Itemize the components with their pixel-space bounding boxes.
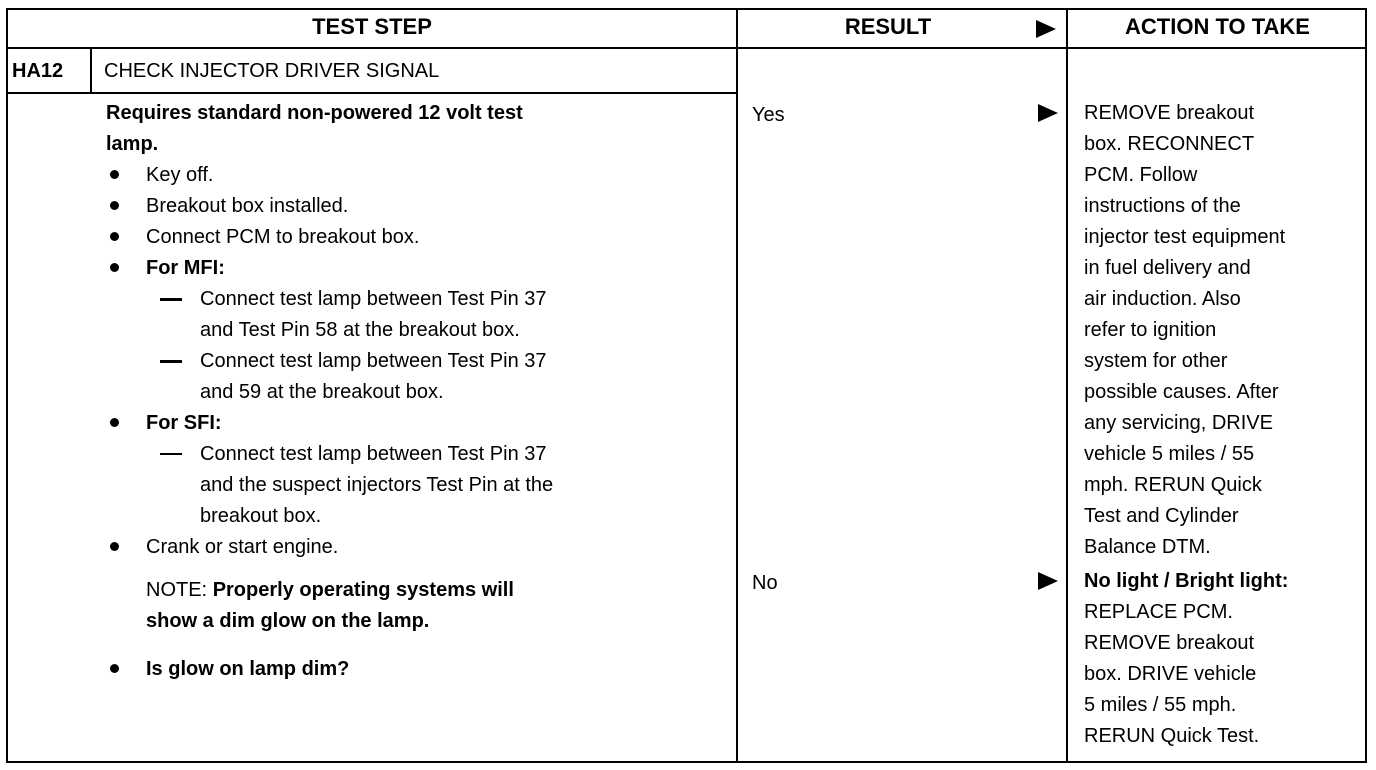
sfi-sub1-line3: breakout box. bbox=[200, 505, 322, 527]
bullet-icon bbox=[110, 201, 119, 210]
action-yes-line: system for other bbox=[1084, 350, 1228, 372]
bullet-icon bbox=[110, 263, 119, 272]
note-text-1: Properly operating systems will bbox=[212, 579, 514, 601]
header-test-step: TEST STEP bbox=[312, 14, 432, 39]
step-title: CHECK INJECTOR DRIVER SIGNAL bbox=[104, 60, 440, 82]
action-yes-line: Test and Cylinder bbox=[1084, 505, 1239, 527]
step-key-off: Key off. bbox=[146, 164, 214, 186]
action-no-line: 5 miles / 55 mph. bbox=[1084, 694, 1237, 716]
mfi-sub1-line2: and Test Pin 58 at the breakout box. bbox=[200, 319, 520, 341]
requires-line-1: Requires standard non-powered 12 volt te… bbox=[106, 102, 523, 124]
action-yes-line: injector test equipment bbox=[1084, 226, 1286, 248]
result-no: No bbox=[752, 572, 778, 594]
mfi-sub2-line2: and 59 at the breakout box. bbox=[200, 381, 444, 403]
column-divider-result-action bbox=[1066, 8, 1068, 763]
sfi-sub1-line1: Connect test lamp between Test Pin 37 bbox=[200, 443, 547, 465]
requires-line-2: lamp. bbox=[106, 133, 159, 155]
dash-icon bbox=[160, 453, 182, 455]
note-label: NOTE: bbox=[146, 579, 208, 601]
action-yes-line: possible causes. After bbox=[1084, 381, 1279, 403]
result-no-arrow-icon bbox=[1038, 572, 1058, 590]
dash-icon bbox=[160, 298, 182, 301]
bullet-icon bbox=[110, 418, 119, 427]
action-yes-line: Balance DTM. bbox=[1084, 536, 1211, 558]
step-question: Is glow on lamp dim? bbox=[146, 658, 350, 680]
bullet-icon bbox=[110, 542, 119, 551]
step-crank: Crank or start engine. bbox=[146, 536, 339, 558]
procedure-table bbox=[6, 8, 1367, 763]
step-breakout-installed: Breakout box installed. bbox=[146, 195, 349, 217]
step-id-divider bbox=[90, 49, 92, 93]
bullet-icon bbox=[110, 232, 119, 241]
header-divider bbox=[6, 47, 1367, 49]
action-yes-line: any servicing, DRIVE bbox=[1084, 412, 1273, 434]
step-connect-pcm: Connect PCM to breakout box. bbox=[146, 226, 420, 248]
mfi-sub1-line1: Connect test lamp between Test Pin 37 bbox=[200, 288, 547, 310]
action-no-line: REMOVE breakout bbox=[1084, 632, 1255, 654]
step-title-divider bbox=[6, 92, 738, 94]
header-result: RESULT bbox=[844, 14, 932, 39]
note-line-1: NOTE: Properly operating systems will bbox=[146, 575, 514, 606]
note-line-2: show a dim glow on the lamp. bbox=[146, 610, 430, 632]
bullet-icon bbox=[110, 664, 119, 673]
result-yes: Yes bbox=[752, 104, 785, 126]
step-for-sfi: For SFI: bbox=[146, 412, 222, 434]
sfi-sub1-line2: and the suspect injectors Test Pin at th… bbox=[200, 474, 554, 496]
action-yes-line: in fuel delivery and bbox=[1084, 257, 1251, 279]
action-yes-line: refer to ignition bbox=[1084, 319, 1217, 341]
header-action: ACTION TO TAKE bbox=[1125, 14, 1310, 39]
action-no-heading: No light / Bright light: bbox=[1084, 570, 1289, 592]
action-no-line: RERUN Quick Test. bbox=[1084, 725, 1260, 747]
action-yes-line: PCM. Follow bbox=[1084, 164, 1198, 186]
mfi-sub2-line1: Connect test lamp between Test Pin 37 bbox=[200, 350, 547, 372]
bullet-icon bbox=[110, 170, 119, 179]
action-yes-line: box. RECONNECT bbox=[1084, 133, 1255, 155]
header-arrow-icon bbox=[1036, 20, 1056, 38]
step-id: HA12 bbox=[12, 60, 64, 82]
dash-icon bbox=[160, 360, 182, 363]
step-for-mfi: For MFI: bbox=[146, 257, 225, 279]
action-yes-line: vehicle 5 miles / 55 bbox=[1084, 443, 1255, 465]
action-yes-line: air induction. Also bbox=[1084, 288, 1241, 310]
action-yes-line: instructions of the bbox=[1084, 195, 1241, 217]
column-divider-step-result bbox=[736, 8, 738, 763]
action-yes-line: mph. RERUN Quick bbox=[1084, 474, 1262, 496]
result-yes-arrow-icon bbox=[1038, 104, 1058, 122]
action-yes-line: REMOVE breakout bbox=[1084, 102, 1255, 124]
action-no-line: box. DRIVE vehicle bbox=[1084, 663, 1257, 685]
action-no-line: REPLACE PCM. bbox=[1084, 601, 1233, 623]
